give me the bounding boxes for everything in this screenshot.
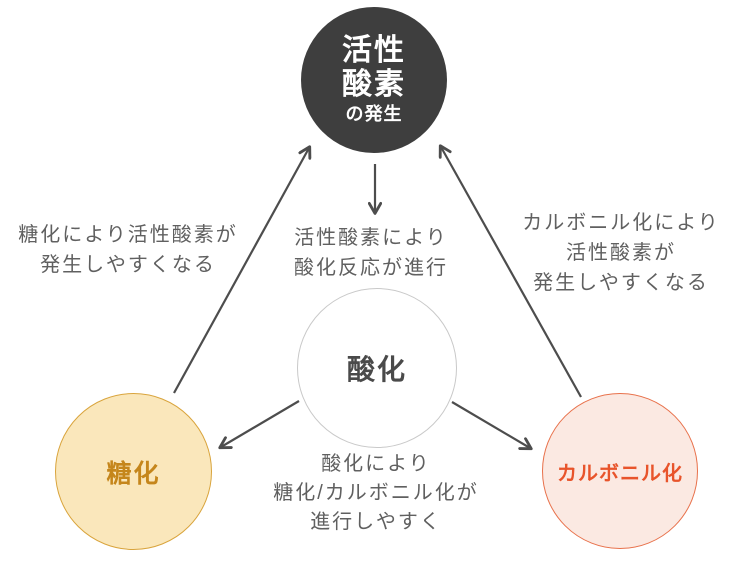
node-reactive-oxygen-label-line2: 酸素 [342,68,406,101]
edge-label-carbonylation-to-ros: カルボニル化により 活性酸素が 発生しやすくなる [522,208,720,298]
edge-label-line: 活性酸素が [565,242,676,264]
arrow-glycation-to-ros-icon [173,145,312,394]
node-carbonylation: カルボニル化 [542,393,698,549]
node-glycation: 糖化 [55,393,212,550]
edge-label-line: 発生しやすくなる [533,272,709,294]
node-glycation-label: 糖化 [106,459,161,488]
arrow-oxidation-to-glycation-icon [218,400,300,450]
edge-label-line: 発生しやすくなる [40,254,216,276]
edge-label-glycation-to-ros: 糖化により活性酸素が 発生しやすくなる [18,220,238,280]
edge-label-line: 進行しやすく [310,511,442,533]
edge-label-line: 糖化により活性酸素が [18,224,238,246]
node-carbonylation-label: カルボニル化 [557,462,683,485]
node-reactive-oxygen-label-line3: の発生 [345,104,403,124]
edge-label-oxidation-to-glycation-carbonylation: 酸化により 糖化/カルボニル化が 進行しやすく [273,450,479,537]
edge-label-line: 酸化反応が進行 [294,257,448,279]
edge-label-line: 糖化/カルボニル化が [273,482,479,504]
node-reactive-oxygen-label-line1: 活性 [342,34,406,67]
arrow-oxidation-to-carbonylation-icon [451,401,533,451]
edge-label-line: カルボニル化により [522,212,720,234]
edge-label-line: 活性酸素により [294,227,448,249]
arrow-carbonylation-to-ros-icon [438,144,582,398]
edge-label-ros-to-oxidation: 活性酸素により 酸化反応が進行 [294,223,448,283]
node-oxidation: 酸化 [297,288,457,448]
node-reactive-oxygen: 活性 酸素 の発生 [301,7,447,153]
node-oxidation-label: 酸化 [346,354,407,385]
edge-label-line: 酸化により [321,453,431,475]
